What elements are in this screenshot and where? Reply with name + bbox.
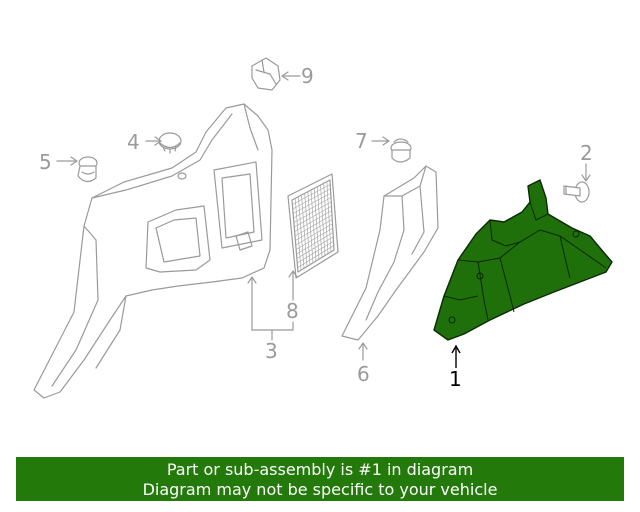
- mesh-line: [294, 210, 332, 232]
- part-3-quarter-trim: [33, 103, 273, 399]
- callout-5-arrow: [56, 156, 78, 166]
- callout-3: 3: [265, 339, 278, 363]
- mesh-line: [297, 245, 334, 268]
- part-6-pillar-trim: [341, 165, 439, 341]
- mesh-line: [295, 219, 333, 241]
- callout-7: 7: [355, 129, 368, 153]
- callout-4: 4: [127, 130, 140, 154]
- callout-5: 5: [39, 150, 52, 174]
- callout-2-arrow: [581, 163, 591, 182]
- callout-1-arrow: [451, 344, 461, 368]
- mesh-line: [293, 197, 332, 219]
- callout-6: 6: [357, 362, 370, 386]
- part-2-retainer: [563, 181, 590, 203]
- part-1-highlighted-trim: [433, 179, 613, 341]
- mesh-line: [292, 192, 331, 214]
- callout-9-arrow: [281, 71, 301, 81]
- callout-3-bracket: [247, 276, 294, 341]
- callout-1: 1: [449, 367, 462, 391]
- mesh-line: [293, 201, 332, 223]
- mesh-line: [295, 223, 333, 246]
- part-4-cap: [158, 132, 182, 154]
- mesh-line: [292, 188, 331, 210]
- grille-mesh: [292, 181, 334, 271]
- mesh-line: [295, 227, 333, 250]
- banner-line-2: Diagram may not be specific to your vehi…: [142, 480, 498, 499]
- info-banner: Part or sub-assembly is #1 in diagram Di…: [16, 457, 624, 501]
- mesh-line: [296, 232, 334, 255]
- callout-4-arrow: [145, 136, 162, 146]
- callout-9: 9: [301, 64, 314, 88]
- mesh-line: [294, 205, 332, 228]
- callout-8: 8: [286, 299, 299, 323]
- part-7-clip: [390, 138, 412, 163]
- callout-7-arrow: [371, 136, 390, 146]
- banner-line-1: Part or sub-assembly is #1 in diagram: [166, 460, 474, 479]
- part-9-clip: [251, 57, 281, 91]
- callout-2: 2: [580, 141, 593, 165]
- callout-6-arrow: [358, 342, 368, 361]
- part-5-clip: [77, 156, 98, 183]
- part-8-grille: [287, 173, 339, 279]
- callout-8-arrow: [288, 270, 298, 301]
- mesh-line: [296, 236, 334, 259]
- mesh-line: [297, 240, 334, 264]
- mesh-line: [292, 184, 331, 205]
- mesh-line: [294, 214, 333, 237]
